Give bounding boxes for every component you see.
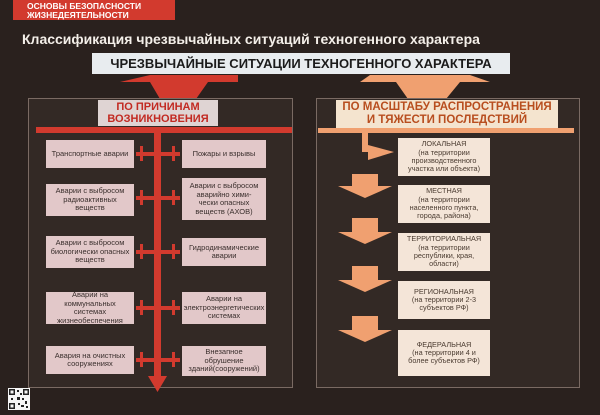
right-arrow-icon [360,75,490,99]
scale-title-local: ЛОКАЛЬНАЯ [421,139,467,149]
scale-desc-federal: (на территории 4 и более субъектов РФ) [408,347,480,366]
scale-arrow-4-icon [338,266,392,292]
cause-box-left-3: Аварии с выбросом биологически опасных в… [46,236,134,268]
cause-box-left-5: Авария на очистных сооружениях [46,346,134,374]
scale-desc-local: (на территории производственного участка… [407,147,480,174]
page-title: Классификация чрезвычайных ситуаций техн… [22,31,480,47]
scale-heading-line-1: ПО МАСШТАБУ РАСПРОСТРАНЕНИЯ [342,101,552,113]
branch-2 [136,190,180,205]
scale-desc-territorial: (на территории республики, края, области… [413,242,475,269]
scale-arrow-1-icon [368,145,394,160]
scale-title-federal: ФЕДЕРАЛЬНАЯ [416,339,472,349]
scale-title-territorial: ТЕРРИТОРИАЛЬНАЯ [406,234,482,244]
cause-box-left-2: Аварии с выбросом радиоактивных веществ [46,184,134,216]
scale-desc-municipal: (на территории населенного пункта, город… [409,194,479,221]
causes-heading: ПО ПРИЧИНАМ ВОЗНИКНОВЕНИЯ [98,100,218,126]
scale-arrow-2-icon [338,174,392,198]
scale-heading: ПО МАСШТАБУ РАСПРОСТРАНЕНИЯ И ТЯЖЕСТИ ПО… [336,100,558,128]
cause-box-right-1: Пожары и взрывы [182,140,266,168]
main-heading: ЧРЕЗВЫЧАЙНЫЕ СИТУАЦИИ ТЕХНОГЕННОГО ХАРАК… [92,53,510,74]
qr-code-icon [9,389,29,409]
scale-box-territorial: ТЕРРИТОРИАЛЬНАЯ (на территории республик… [398,233,490,271]
cause-box-left-4: Аварии на коммунальных системах жизнеобе… [46,290,134,324]
scale-box-regional: РЕГИОНАЛЬНАЯ (на территории 2-3 субъекто… [398,281,490,319]
scale-box-local: ЛОКАЛЬНАЯ (на территории производственно… [398,138,490,176]
scale-arrow-5-icon [338,316,392,342]
scale-title-regional: РЕГИОНАЛЬНАЯ [414,286,474,296]
qr-code [8,388,30,410]
cause-box-left-1: Транспортные аварии [46,140,134,168]
scale-title-municipal: МЕСТНАЯ [426,186,462,196]
trunk-arrow-icon [148,376,167,392]
scale-box-federal: ФЕДЕРАЛЬНАЯ (на территории 4 и более суб… [398,330,490,376]
cause-box-right-2: Аварии с выбросом аварийно хими- чески о… [182,178,266,220]
causes-heading-line-2: ВОЗНИКНОВЕНИЯ [107,113,209,125]
branch-5 [136,352,180,367]
scale-heading-line-2: И ТЯЖЕСТИ ПОСЛЕДСТВИЙ [366,114,528,126]
branch-1 [136,146,180,161]
branch-4 [136,300,180,315]
cause-box-right-4: Аварии на электроэнергетических системах [182,292,266,324]
scale-top-bar [318,128,574,133]
scale-desc-regional: (на территории 2-3 субъектов РФ) [411,294,477,313]
cause-box-right-3: Гидродинамические аварии [182,238,266,266]
left-arrow-icon [120,75,238,99]
branch-3 [136,244,180,259]
causes-top-bar [36,127,292,133]
subject-badge: ОСНОВЫ БЕЗОПАСНОСТИ ЖИЗНЕДЕЯТЕЛЬНОСТИ [13,0,175,20]
scale-trunk-1 [362,131,368,152]
causes-heading-line-1: ПО ПРИЧИНАМ [116,101,200,113]
badge-line-1: ОСНОВЫ БЕЗОПАСНОСТИ [27,1,142,11]
scale-box-municipal: МЕСТНАЯ (на территории населенного пункт… [398,185,490,223]
scale-arrow-3-icon [338,218,392,244]
badge-line-2: ЖИЗНЕДЕЯТЕЛЬНОСТИ [27,10,129,20]
cause-box-right-5: Внезапное обрушение зданий(сооружений) [182,346,266,376]
